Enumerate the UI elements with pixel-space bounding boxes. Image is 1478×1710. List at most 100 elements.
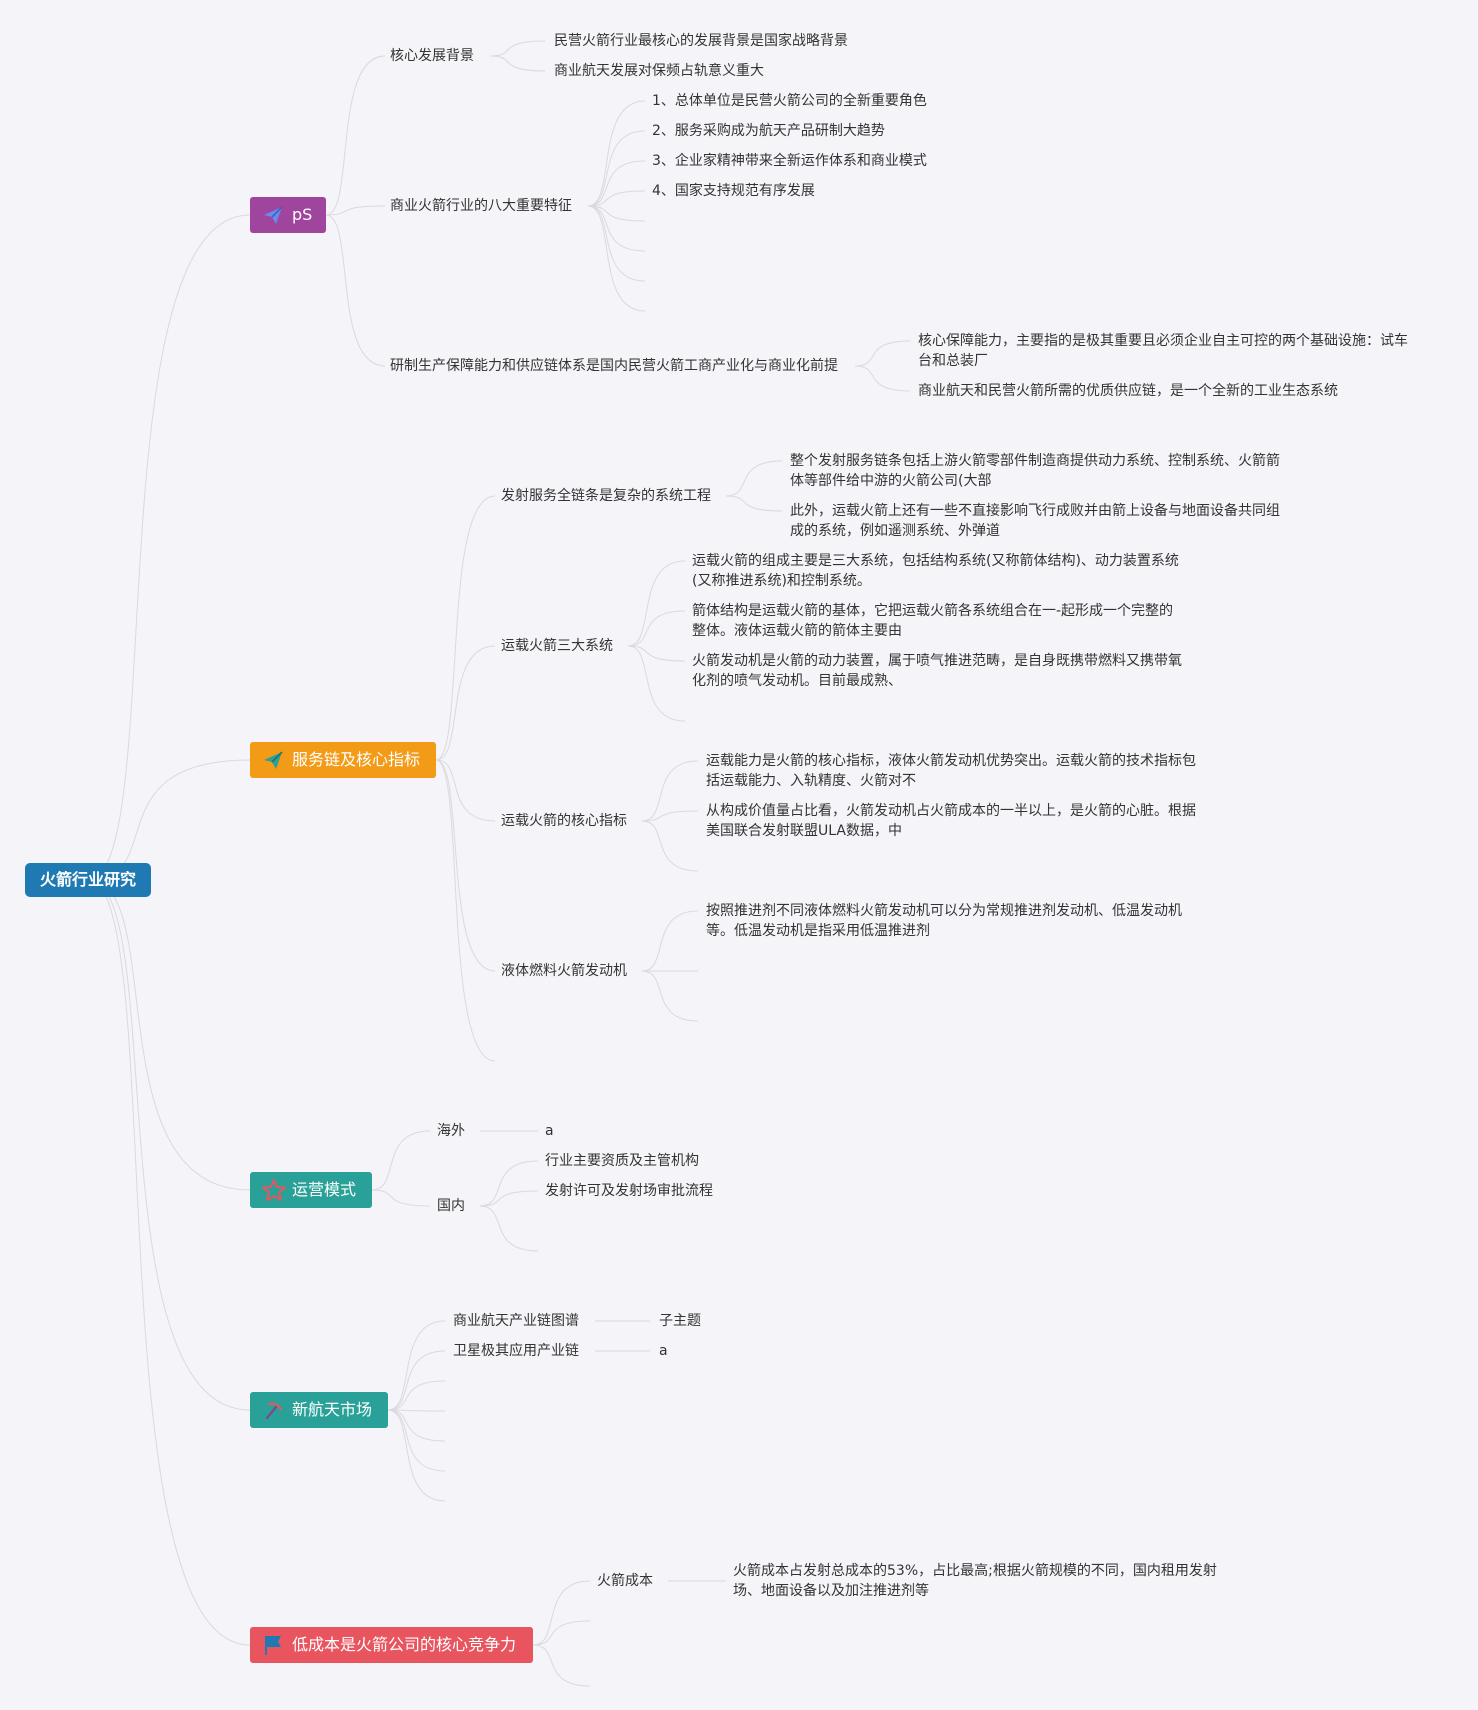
subtopic[interactable]: 民营火箭行业最核心的发展背景是国家战略背景 (554, 33, 848, 49)
branch-label: 服务链及核心指标 (292, 750, 421, 769)
paper-plane-icon (262, 204, 286, 226)
connector-line (371, 1130, 431, 1191)
subtopic[interactable]: 1、总体单位是民营火箭公司的全新重要角色 (652, 93, 927, 109)
connector-line (387, 1409, 446, 1502)
flag-icon (262, 1634, 286, 1656)
connector-line (325, 55, 386, 216)
connector-line (87, 759, 251, 881)
subtopic[interactable]: 3、企业家精神带来全新运作体系和商业模式 (652, 153, 927, 169)
topic-eight-features[interactable]: 商业火箭行业的八大重要特征 (390, 198, 572, 214)
subtopic[interactable]: 商业航天和民营火箭所需的优质供应链，是一个全新的工业生态系统 (918, 383, 1338, 399)
root-node[interactable]: 火箭行业研究 (25, 863, 151, 897)
connector-line (435, 759, 496, 822)
connector-line (641, 970, 699, 1022)
connector-line (489, 55, 546, 72)
connector-line (587, 205, 646, 222)
connector-line (587, 190, 646, 207)
branch-service-chain[interactable]: 服务链及核心指标 (250, 742, 436, 778)
branch-label: 低成本是火箭公司的核心竞争力 (292, 1635, 517, 1654)
connector-line (371, 1189, 431, 1207)
connector-line (87, 214, 251, 881)
connector-line (725, 460, 783, 497)
subtopic[interactable]: 发射许可及发射场审批流程 (545, 1183, 713, 1199)
connector-line (325, 205, 386, 216)
connector-line (854, 340, 911, 367)
subtopic[interactable]: 行业主要资质及主管机构 (545, 1153, 699, 1169)
connector-line (489, 40, 546, 57)
subtopic[interactable]: 2、服务采购成为航天产品研制大趋势 (652, 123, 885, 139)
connector-line (387, 1409, 446, 1442)
subtopic[interactable]: 商业航天发展对保频占轨意义重大 (554, 63, 764, 79)
branch-ps[interactable]: pS (250, 197, 326, 233)
topic-core-indicators[interactable]: 运载火箭的核心指标 (501, 813, 627, 829)
subtopic[interactable]: 火箭成本占发射总成本的53%，占比最高;根据火箭规模的不同，国内租用发射场、地面… (733, 1563, 1217, 1599)
subtopic[interactable]: a (545, 1123, 554, 1139)
connector-line (641, 820, 699, 872)
subtopic[interactable]: 此外，运载火箭上还有一些不直接影响飞行成败并由箭上设备与地面设备共同组成的系统，… (790, 503, 1280, 539)
topic-satellite-chain[interactable]: 卫星极其应用产业链 (453, 1343, 579, 1359)
topic-three-systems[interactable]: 运载火箭三大系统 (501, 638, 613, 654)
connector-line (627, 645, 686, 722)
subtopic[interactable]: 从构成价值量占比看，火箭发动机占火箭成本的一半以上，是火箭的心脏。根据美国联合发… (706, 803, 1196, 839)
connector-line (435, 759, 496, 972)
connector-line (725, 495, 783, 512)
branch-label: 新航天市场 (292, 1400, 373, 1419)
topic-overseas[interactable]: 海外 (437, 1123, 465, 1139)
subtopic[interactable]: 核心保障能力，主要指的是极其重要且必须企业自主可控的两个基础设施：试车台和总装厂 (918, 333, 1408, 369)
subtopic[interactable]: 箭体结构是运载火箭的基体，它把运载火箭各系统组合在一-起形成一个完整的整体。液体… (692, 603, 1174, 639)
subtopic[interactable]: 运载火箭的组成主要是三大系统，包括结构系统(又称箭体结构)、动力装置系统(又称推… (692, 553, 1179, 589)
branch-label: 运营模式 (292, 1180, 357, 1199)
connector-line (479, 1190, 539, 1207)
subtopic[interactable]: 4、国家支持规范有序发展 (652, 183, 815, 199)
connector-line (479, 1205, 539, 1252)
connector-line (387, 1350, 446, 1411)
topic-supply-chain[interactable]: 研制生产保障能力和供应链体系是国内民营火箭工商产业化与商业化前提 (390, 358, 838, 374)
connector-line (387, 1409, 446, 1472)
branch-operating-model[interactable]: 运营模式 (250, 1172, 372, 1208)
topic-industry-chain-map[interactable]: 商业航天产业链图谱 (453, 1313, 579, 1329)
pickaxe-icon (262, 1399, 286, 1421)
branch-low-cost[interactable]: 低成本是火箭公司的核心竞争力 (250, 1627, 533, 1663)
subtopic[interactable]: 按照推进剂不同液体燃料火箭发动机可以分为常规推进剂发动机、低温发动机等。低温发动… (706, 903, 1182, 939)
connector-line (641, 910, 699, 972)
connector-line (854, 365, 911, 392)
connector-line (87, 879, 251, 1411)
topic-liquid-engine[interactable]: 液体燃料火箭发动机 (501, 963, 627, 979)
connector-line (587, 205, 646, 282)
connector-line (532, 1580, 591, 1646)
connector-line (435, 495, 496, 761)
connector-line (587, 160, 646, 207)
connector-line (587, 205, 646, 312)
connector-line (479, 1160, 539, 1207)
branch-label: pS (292, 205, 313, 224)
branch-new-space-market[interactable]: 新航天市场 (250, 1392, 388, 1428)
connector-line (387, 1409, 446, 1412)
connector-line (587, 130, 646, 207)
topic-domestic[interactable]: 国内 (437, 1198, 465, 1214)
star-icon (262, 1179, 286, 1201)
subtopic[interactable]: a (659, 1343, 668, 1359)
subtopic[interactable]: 火箭发动机是火箭的动力装置，属于喷气推进范畴，是自身既携带燃料又携带氧化剂的喷气… (692, 653, 1182, 689)
connector-line (532, 1644, 591, 1687)
connector-line (387, 1380, 446, 1411)
subtopic[interactable]: 整个发射服务链条包括上游火箭零部件制造商提供动力系统、控制系统、火箭箭体等部件给… (790, 453, 1280, 489)
topic-launch-service-chain[interactable]: 发射服务全链条是复杂的系统工程 (501, 488, 711, 504)
subtopic[interactable]: 子主题 (659, 1313, 701, 1329)
connector-line (627, 645, 686, 662)
connector-line (325, 214, 386, 367)
connector-line (435, 645, 496, 761)
paper-plane-icon (262, 749, 286, 771)
connector-line (387, 1320, 446, 1411)
connector-line (641, 810, 699, 822)
topic-rocket-cost[interactable]: 火箭成本 (597, 1573, 653, 1589)
connector-line (641, 760, 699, 822)
connector-line (87, 879, 251, 1191)
connector-line (435, 759, 496, 1062)
connector-line (627, 560, 686, 647)
connector-line (627, 610, 686, 647)
topic-core-background[interactable]: 核心发展背景 (390, 48, 474, 64)
subtopic[interactable]: 运载能力是火箭的核心指标，液体火箭发动机优势突出。运载火箭的技术指标包括运载能力… (706, 753, 1196, 789)
connector-line (587, 205, 646, 252)
connector-line (87, 879, 251, 1646)
